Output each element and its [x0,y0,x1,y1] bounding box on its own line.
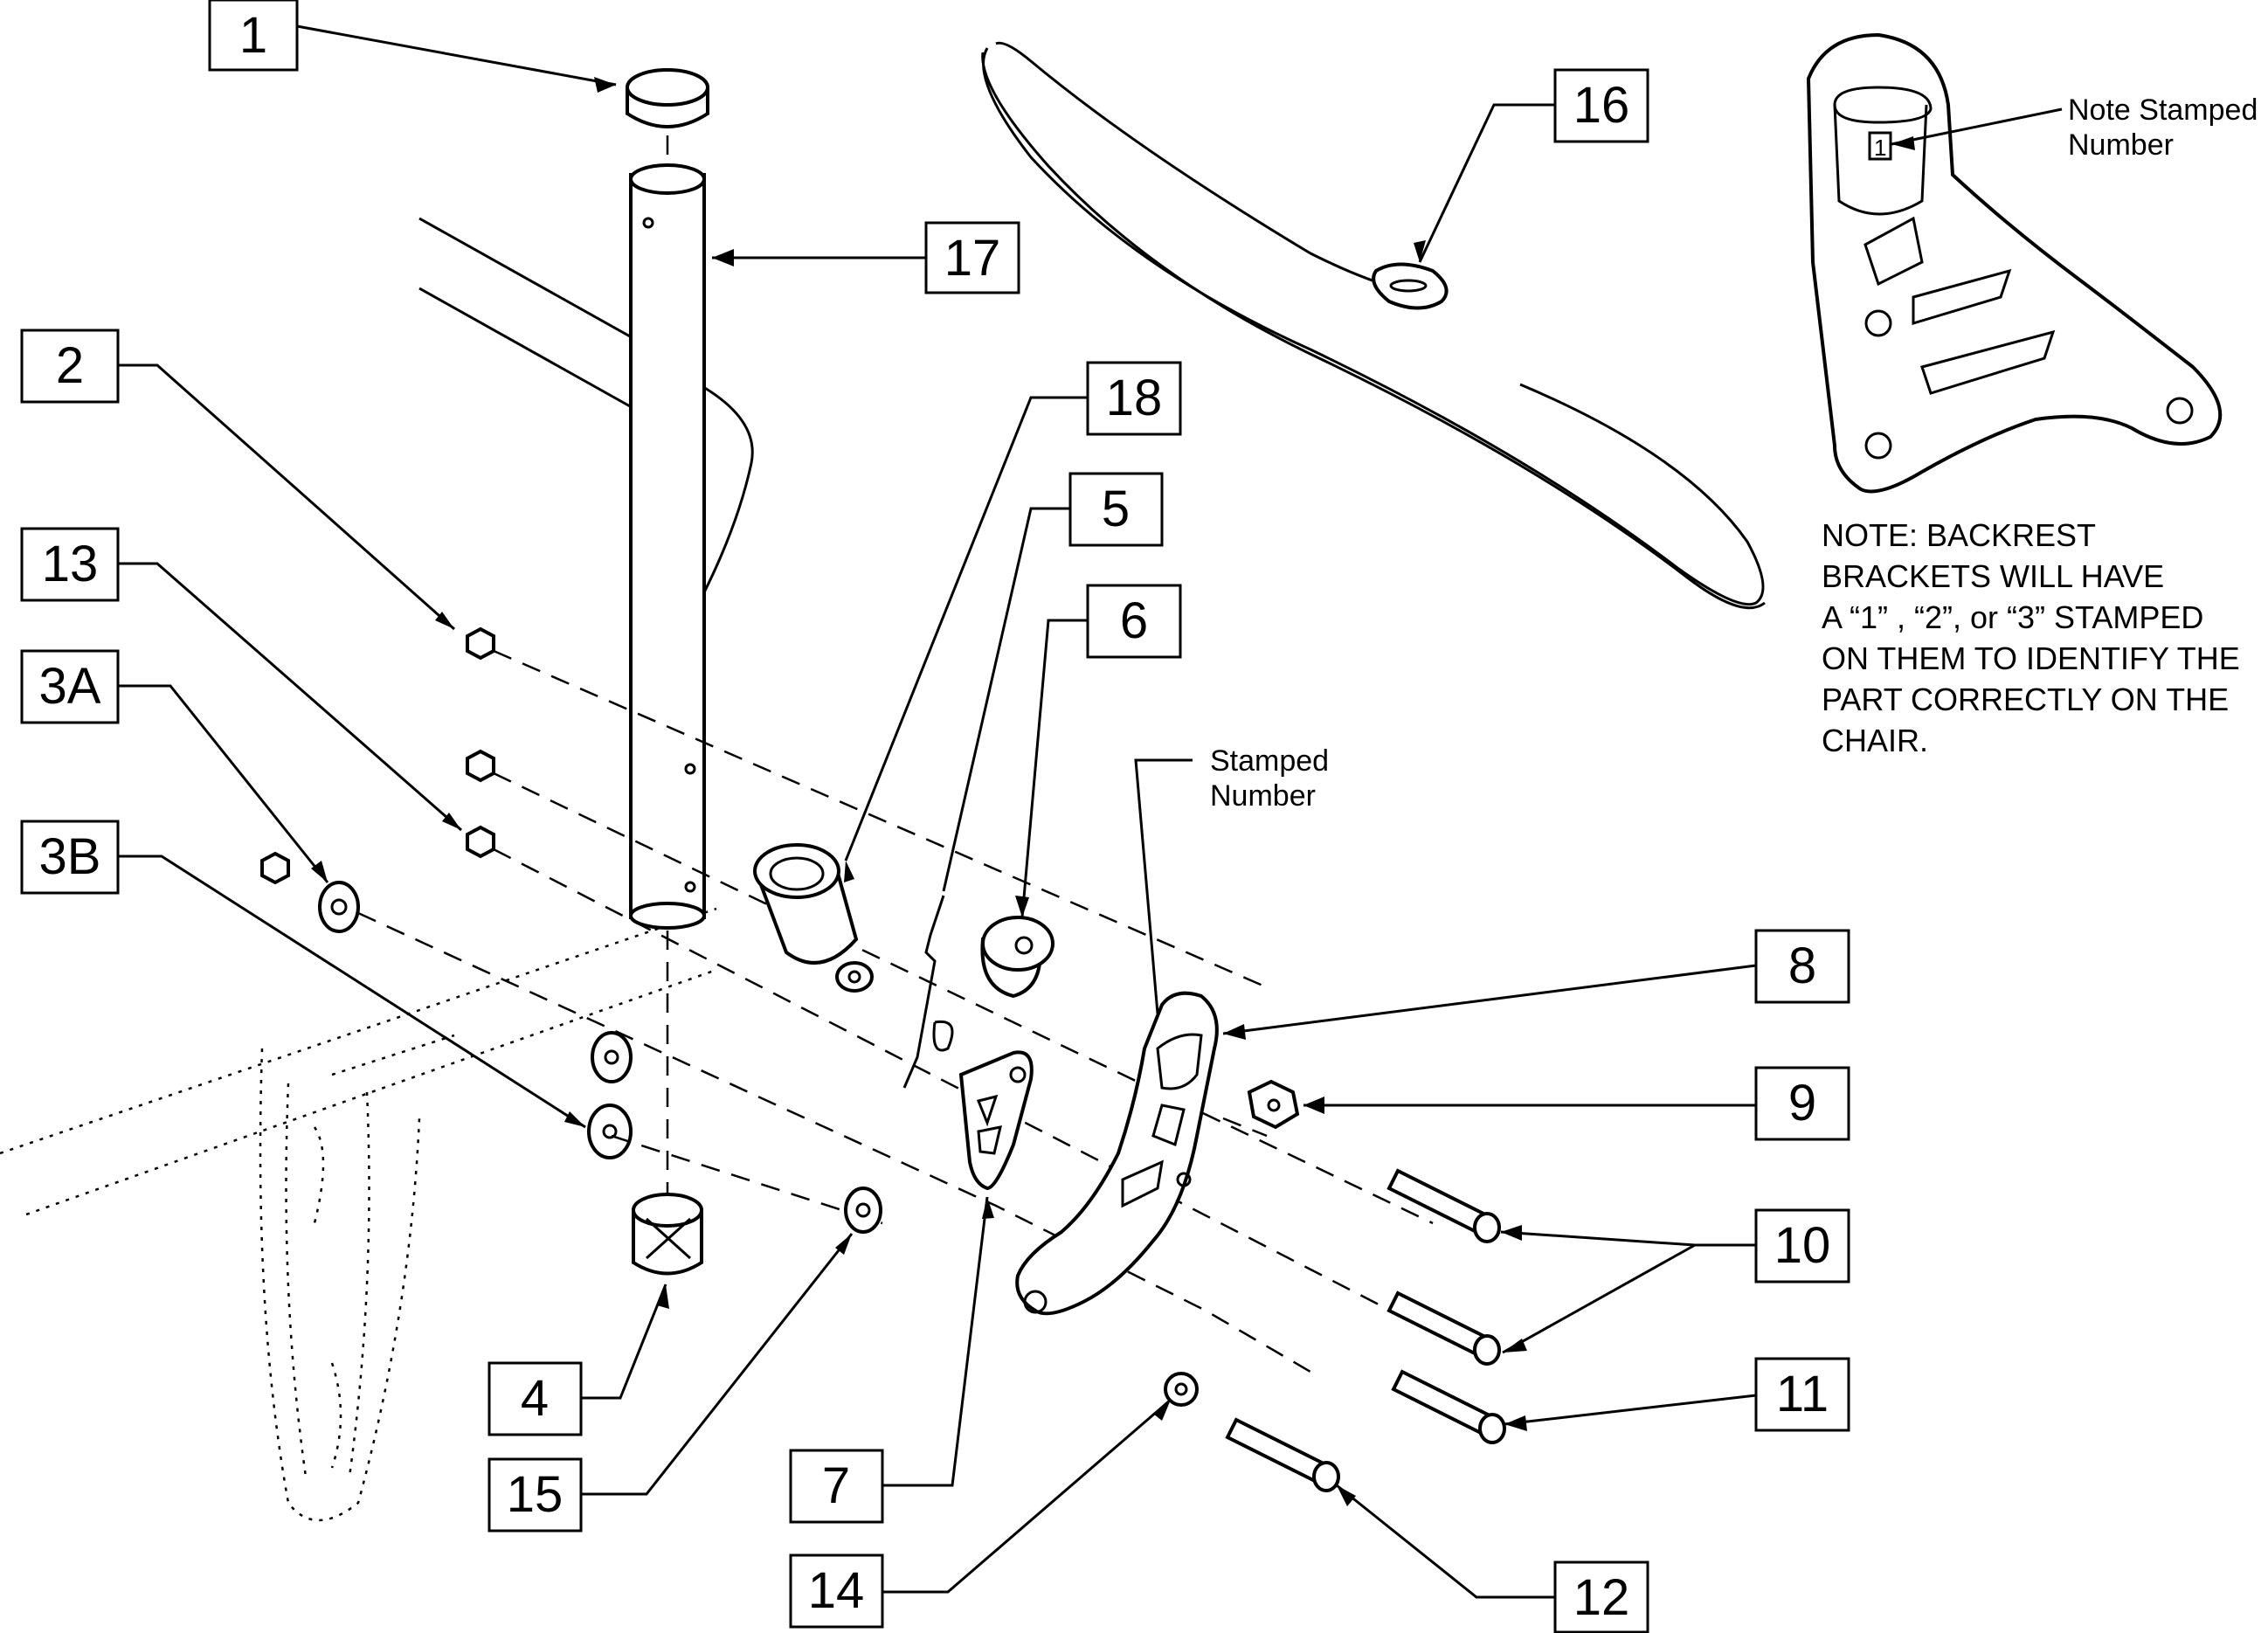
svg-text:BRACKETS WILL HAVE: BRACKETS WILL HAVE [1822,558,2164,594]
callout-15: 15 [487,1457,583,1533]
plug-6 [980,916,1054,999]
svg-text:Stamped: Stamped [1210,744,1329,778]
svg-text:12: 12 [1573,1569,1630,1626]
callout-7: 7 [789,1449,884,1524]
svg-text:5: 5 [1102,481,1130,537]
note-block: NOTE: BACKREST BRACKETS WILL HAVE A “1” … [1822,517,2240,758]
inset-stamped-number-label: Note Stamped Number [2068,93,2258,162]
bolt-12 [1225,1417,1340,1492]
nut-13a [466,749,495,783]
tube-cap [626,68,709,162]
svg-text:1: 1 [239,7,267,64]
svg-text:11: 11 [1776,1366,1829,1422]
svg-text:PART CORRECTLY ON THE: PART CORRECTLY ON THE [1822,682,2229,717]
svg-text:Number: Number [2068,128,2174,162]
svg-text:Number: Number [1210,779,1316,813]
svg-text:18: 18 [1106,370,1163,426]
backrest-bracket [1015,991,1219,1316]
callout-4: 4 [487,1361,583,1436]
svg-text:15: 15 [507,1466,564,1523]
inset-stamp-digit: 1 [1874,135,1886,161]
callout-12: 12 [1553,1560,1649,1633]
washer-14 [1164,1372,1199,1407]
backrest-frame-lines [418,217,754,595]
svg-text:8: 8 [1788,938,1816,994]
callout-18: 18 [1086,361,1182,436]
svg-text:7: 7 [822,1457,850,1514]
bolt-10a [1386,1168,1501,1243]
strap [981,41,1766,610]
callout-5: 5 [1068,472,1164,547]
clamp-insert [632,1193,703,1276]
bolt-11 [1391,1369,1506,1444]
svg-text:2: 2 [56,337,84,394]
bolt-10b [1386,1290,1501,1366]
small-spacer [835,961,874,993]
spacer-3b [587,1031,633,1159]
callout-6: 6 [1086,584,1182,659]
svg-text:16: 16 [1573,77,1630,134]
callout-3a: 3A [20,649,120,724]
callout-10: 10 [1754,1208,1850,1284]
svg-text:6: 6 [1120,592,1148,649]
callout-16: 16 [1553,68,1649,143]
callout-11: 11 [1754,1357,1850,1432]
callout-9: 9 [1754,1066,1850,1141]
svg-text:10: 10 [1774,1217,1831,1274]
latch-plate [958,1050,1034,1191]
leader-lines [118,24,2063,1599]
svg-text:Note Stamped: Note Stamped [2068,93,2258,127]
callout-8: 8 [1754,929,1850,1004]
stamped-number-label: Stamped Number [1210,744,1329,813]
svg-text:3B: 3B [39,828,101,885]
svg-text:9: 9 [1788,1075,1816,1131]
svg-text:3A: 3A [39,658,101,715]
svg-text:CHAIR.: CHAIR. [1822,723,1928,758]
callout-2: 2 [20,329,120,404]
svg-text:4: 4 [521,1370,549,1427]
frame-outline [0,907,717,1522]
svg-text:ON THEM TO IDENTIFY THE: ON THEM TO IDENTIFY THE [1822,640,2240,676]
nut-2 [466,626,495,661]
callout-14: 14 [789,1553,884,1629]
spring-pin [902,895,954,1089]
svg-text:13: 13 [42,536,99,592]
bushing-18 [753,843,859,965]
svg-text:17: 17 [944,230,1001,287]
washer-15 [844,1187,882,1234]
svg-text:NOTE: BACKREST: NOTE: BACKREST [1822,517,2096,553]
nut-3a [260,851,360,933]
hex-nut-9 [1247,1079,1300,1130]
svg-text:A “1” , “2”, or “3” STAMPED: A “1” , “2”, or “3” STAMPED [1822,599,2203,635]
callout-17: 17 [924,221,1020,294]
callout-13: 13 [20,527,120,602]
callout-1: 1 [208,0,299,72]
svg-text:14: 14 [808,1562,865,1619]
callout-3b: 3B [20,820,120,895]
backrest-tube [629,163,706,930]
nut-13b [466,825,495,859]
